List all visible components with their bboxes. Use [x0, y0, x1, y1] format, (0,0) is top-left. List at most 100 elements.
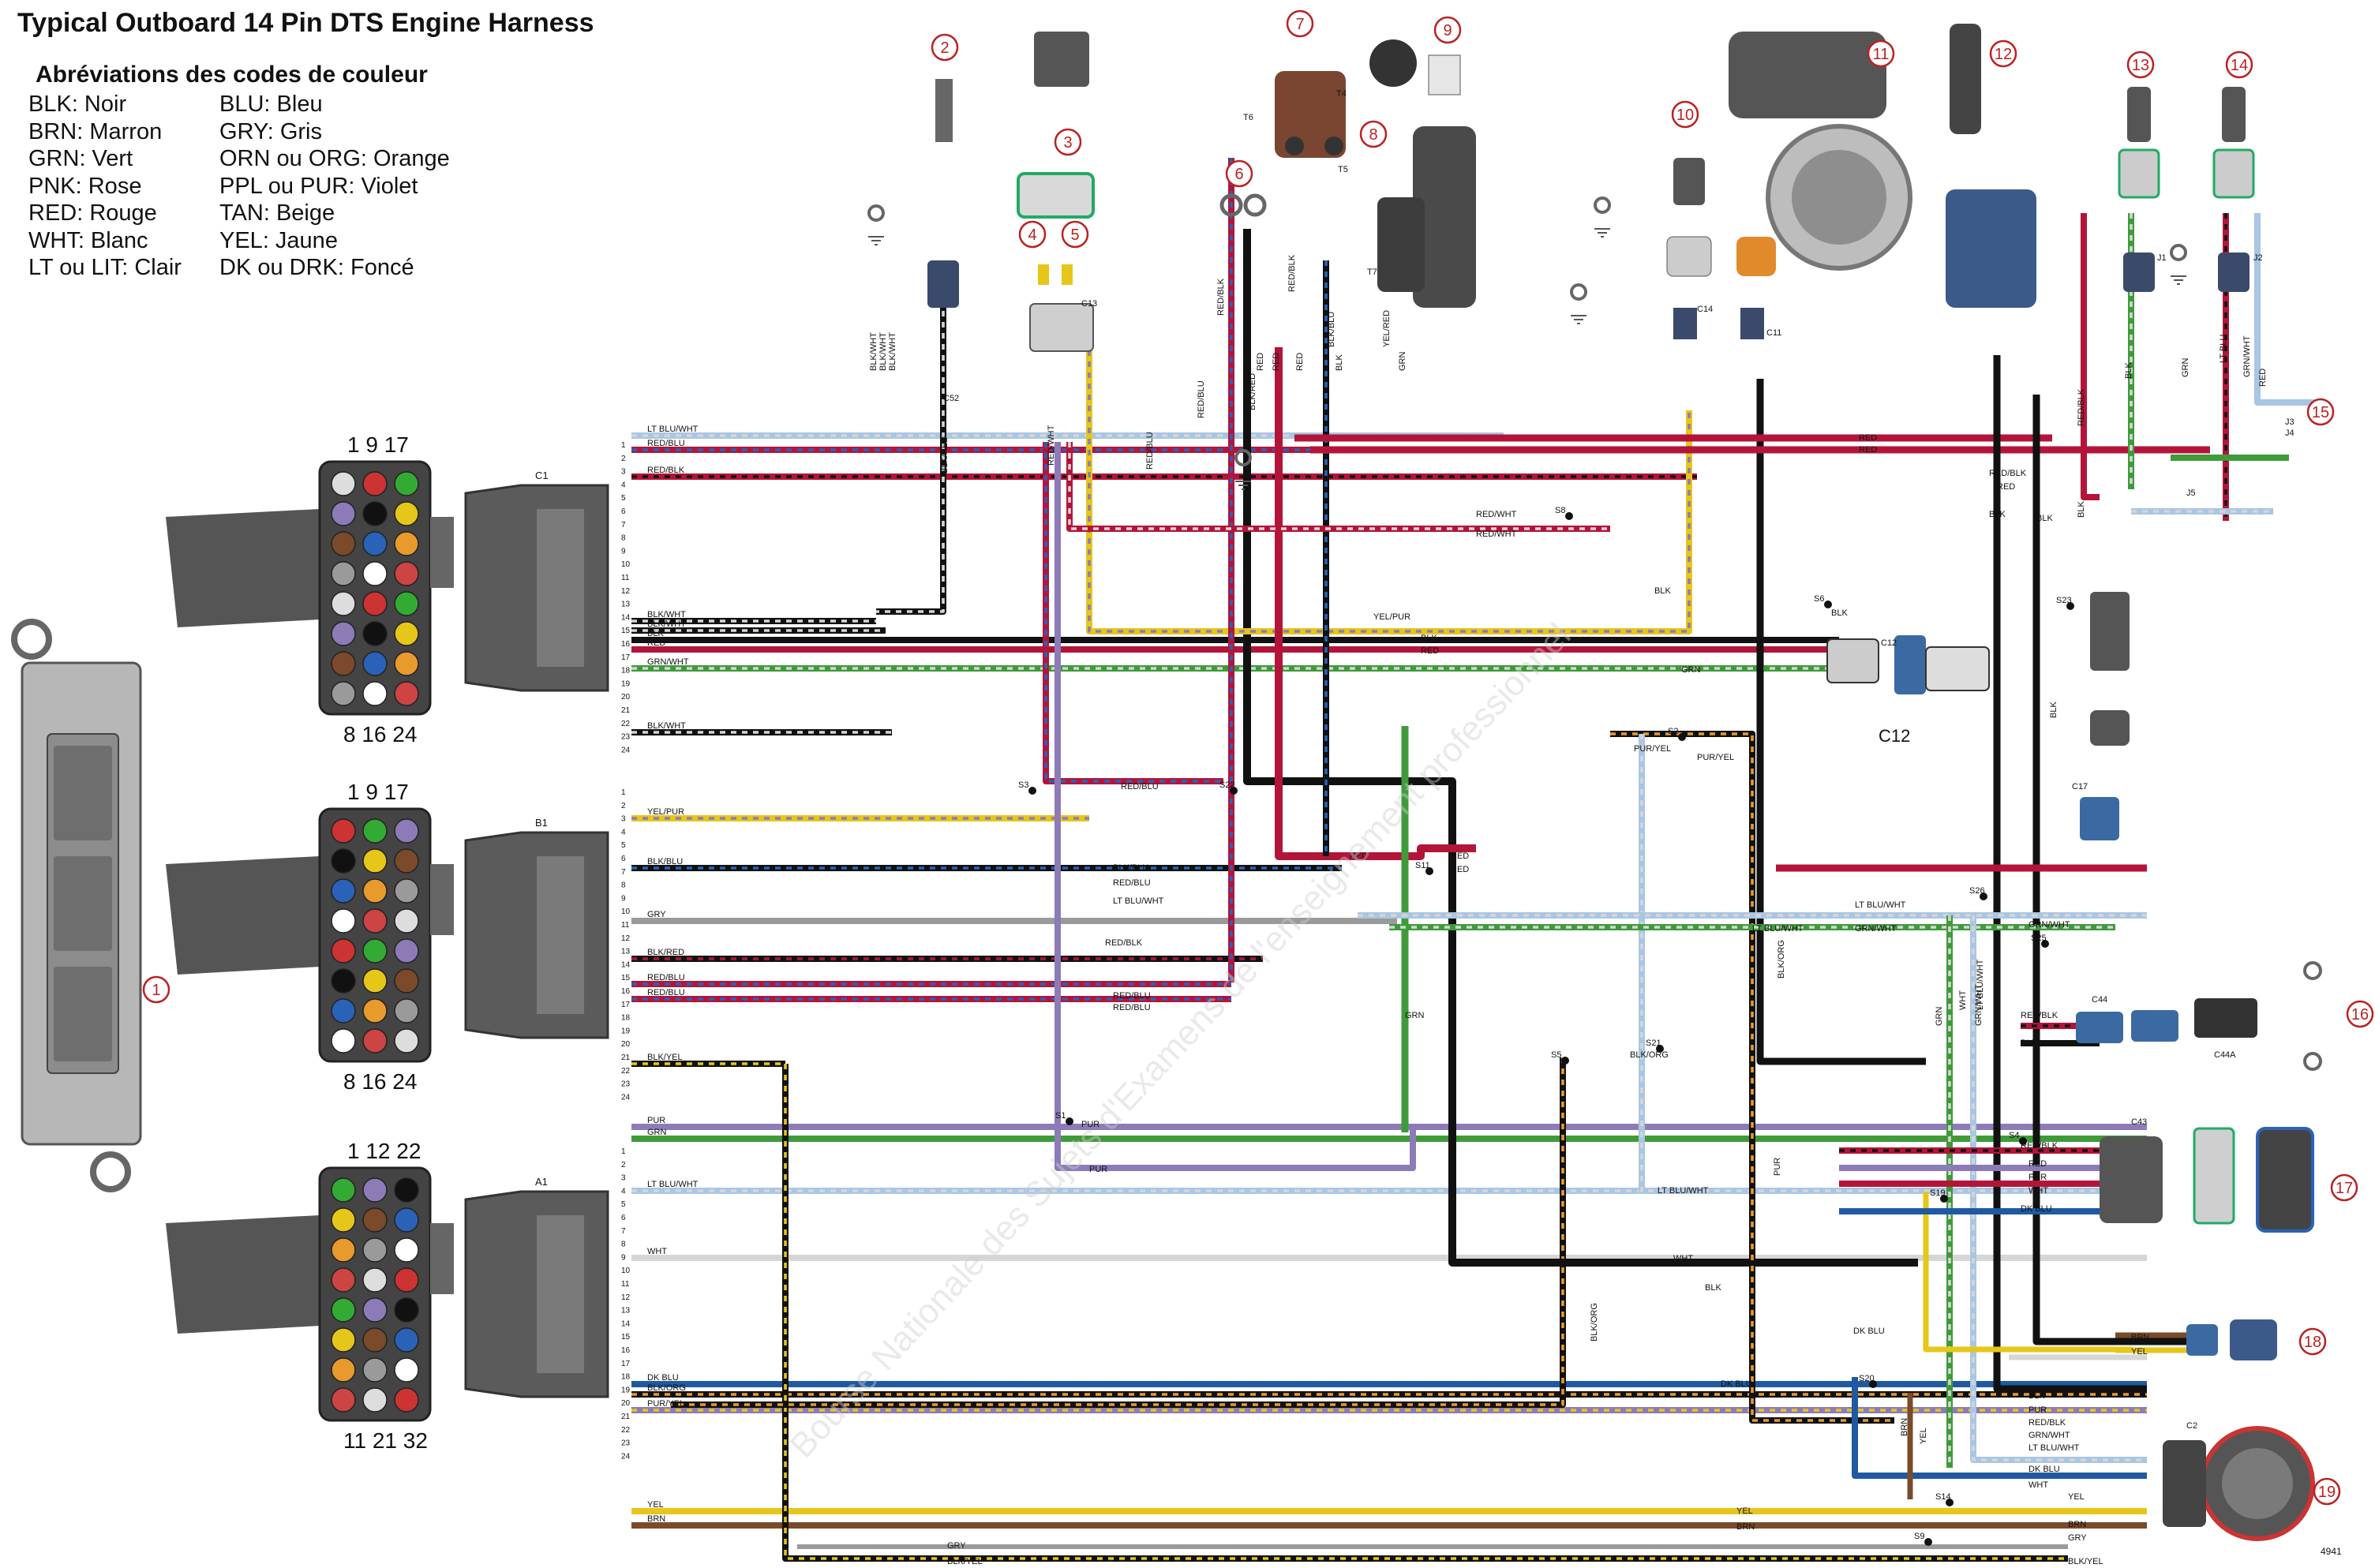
wire-label: BLK — [2036, 514, 2053, 523]
wire-label: LT BLU — [2219, 335, 2228, 363]
connector-pin — [394, 938, 419, 964]
callout-number: 6 — [1234, 166, 1243, 183]
harness-sleeve — [166, 509, 320, 627]
sensor-9-plug — [1428, 54, 1461, 95]
splice-dot — [1678, 733, 1686, 741]
wire-label: LT BLU/WHT — [647, 425, 699, 434]
wire-blk-4 — [2032, 395, 2210, 1345]
abbreviation-item: WHT: Blanc — [28, 227, 148, 253]
wire-label: BLK/WHT — [888, 332, 897, 371]
wire-label: BRN — [2068, 1520, 2086, 1529]
wire-label: RED — [1421, 646, 1439, 656]
wire-label: YEL — [2068, 1492, 2085, 1502]
connector-18 — [2230, 1319, 2277, 1360]
splice-label: S19 — [1930, 1188, 1946, 1198]
splice-label: S26 — [1969, 886, 1985, 896]
pin-number: 20 — [621, 1399, 631, 1408]
connector-pin — [362, 998, 388, 1024]
pin-number: 10 — [621, 560, 631, 569]
connector-pin — [394, 591, 419, 616]
ground-icon — [1235, 481, 1251, 490]
wire-label: BLK/WHT — [878, 332, 888, 371]
ecm-connector-insert — [537, 509, 584, 667]
pin-number: 16 — [621, 987, 631, 996]
ecm-mount — [11, 619, 52, 660]
wire-label: BLK/RED — [647, 948, 684, 957]
wire-label: YEL — [1919, 1428, 1928, 1444]
connector-pin — [331, 1357, 356, 1383]
sensor-9 — [1369, 39, 1417, 87]
wire-label: BLK/WHT — [647, 610, 686, 619]
wire-label: DK BLU — [647, 1373, 679, 1383]
wire-red-13 — [2081, 213, 2100, 500]
splice-label: S23 — [2056, 596, 2072, 605]
connector-pin — [394, 968, 419, 994]
callout-circle — [1054, 128, 1082, 156]
wire-label: RED — [1295, 353, 1305, 371]
wire-label: LT BLU/WHT — [1855, 900, 1906, 910]
connector-c13 — [1029, 303, 1094, 352]
wire-label: RED — [1256, 353, 1265, 371]
wire-label: RED — [647, 638, 665, 648]
connector-c43 — [2100, 1136, 2163, 1223]
wire-label: RED/BLU — [647, 973, 685, 982]
pin-number: 21 — [621, 1413, 631, 1421]
harness-sleeve — [166, 856, 320, 975]
ecm-connector-label: C1 — [535, 470, 549, 481]
pin-number: 7 — [621, 1227, 626, 1236]
callout-number: 15 — [2312, 404, 2329, 421]
pin-number: 5 — [621, 1200, 626, 1209]
coil-pack — [1946, 189, 2036, 308]
wire-label: GRN — [1405, 1011, 1425, 1020]
wire-label: RED/BLU — [1145, 432, 1155, 470]
connector-pin — [394, 531, 419, 556]
wire-label: WHT — [1673, 1254, 1693, 1263]
wire-label: BLK/YEL — [947, 1557, 983, 1566]
wire-label: PUR — [1773, 1158, 1782, 1176]
wire-label: RED/BLU — [1113, 878, 1151, 888]
pin-number: 20 — [621, 1040, 631, 1049]
wire-label: GRN/WHT — [2028, 1431, 2070, 1440]
wire-label: RED — [2028, 1159, 2047, 1169]
pin-number: 5 — [621, 841, 626, 850]
callout-number: 11 — [1873, 46, 1890, 63]
connector-pin — [362, 561, 388, 586]
wire-label: RED/WHT — [1476, 510, 1517, 519]
solenoid-7 — [1275, 71, 1346, 158]
wire-red-wht-tracer — [1068, 442, 1610, 530]
connector-label: J1 — [2157, 253, 2167, 263]
ecm-pin-block — [54, 967, 112, 1061]
wire-label: RED/BLK — [2077, 388, 2086, 426]
pin-number: 17 — [621, 653, 631, 662]
wire-label: PUR — [2028, 1173, 2047, 1182]
callout-number: 2 — [940, 39, 949, 57]
connector-c52 — [927, 260, 959, 308]
pin-number: 12 — [621, 934, 631, 943]
callout-number: 12 — [1995, 46, 2012, 63]
callout-circle — [931, 33, 959, 62]
connector-latch — [430, 517, 454, 588]
wire-label: BLK/RED — [940, 436, 950, 473]
pin-number: 8 — [621, 881, 626, 890]
wire-label: BLK — [1831, 608, 1848, 618]
wire-label: GRY — [647, 910, 666, 919]
connector-pin — [394, 908, 419, 934]
wire-label: BLK/YEL — [2068, 1557, 2103, 1566]
connector-pin — [362, 1237, 388, 1263]
pin-number: 19 — [621, 1027, 631, 1035]
connector-pin — [394, 561, 419, 586]
harness-sleeve — [166, 1215, 320, 1334]
connector-label: T6 — [1243, 113, 1253, 122]
abbreviations-heading: Abréviations des codes de couleur — [36, 62, 428, 88]
abbreviation-item: TAN: Beige — [219, 200, 335, 226]
callout-circle — [1359, 120, 1388, 148]
connector-pin — [331, 471, 356, 496]
connector-pin — [394, 1297, 419, 1323]
sensor-2 — [935, 79, 953, 142]
abbreviation-item: LT ou LIT: Clair — [28, 255, 182, 280]
wire-yel — [1923, 1192, 2131, 1353]
wire-ltblu-14 — [2254, 213, 2321, 406]
abbreviation-item: ORN ou ORG: Orange — [219, 146, 450, 171]
pin-number: 15 — [621, 627, 631, 635]
sensor-10-plug — [1666, 236, 1712, 277]
